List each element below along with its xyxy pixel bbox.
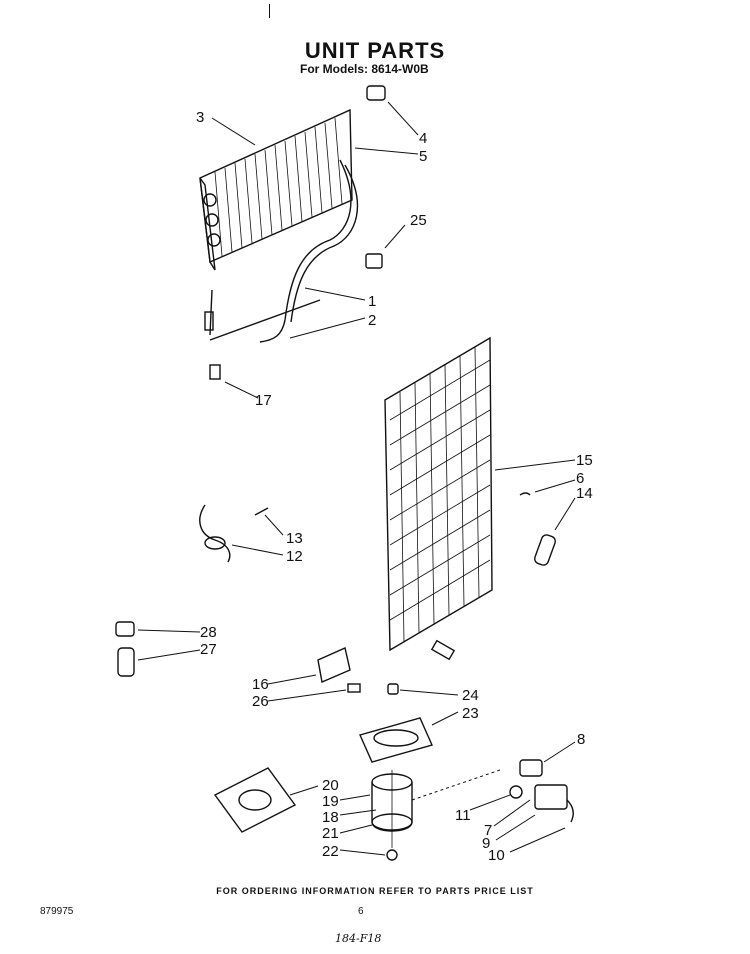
document-number: 879975 [40, 906, 74, 917]
callout-3: 3 [196, 109, 204, 126]
condenser-coil-drawing [384, 336, 493, 661]
callout-6: 6 [576, 470, 584, 487]
callout-22: 22 [322, 843, 339, 860]
callout-28: 28 [200, 624, 217, 641]
callout-10: 10 [488, 847, 505, 864]
callout-14: 14 [576, 485, 593, 502]
callout-23: 23 [462, 705, 479, 722]
evaporator-drawing [199, 108, 359, 343]
relay-overload-drawing [411, 759, 574, 823]
callout-12: 12 [286, 548, 303, 565]
callout-27: 27 [200, 641, 217, 658]
handwritten-code: 184-F18 [335, 932, 382, 945]
callout-24: 24 [462, 687, 479, 704]
tube-and-harness-parts [199, 492, 556, 566]
callout-13: 13 [286, 530, 303, 547]
bracket-parts [317, 647, 399, 695]
drier-parts [115, 621, 135, 677]
callout-11: 11 [455, 807, 471, 824]
registration-mark [269, 4, 270, 18]
model-subtitle: For Models: 8614-W0B [300, 62, 429, 76]
ordering-note: FOR ORDERING INFORMATION REFER TO PARTS … [216, 886, 534, 896]
callout-2: 2 [368, 312, 376, 329]
callout-7: 7 [484, 822, 492, 839]
small-clip-parts [209, 85, 386, 380]
base-plate-drawing [213, 767, 297, 833]
callout-16: 16 [252, 676, 269, 693]
compressor-drawing [371, 770, 413, 861]
callout-8: 8 [577, 731, 585, 748]
callout-4: 4 [419, 130, 427, 147]
callout-9: 9 [482, 835, 490, 852]
leader-lines [137, 101, 576, 856]
callout-21: 21 [322, 825, 339, 842]
callout-20: 20 [322, 777, 339, 794]
callout-19: 19 [322, 793, 339, 810]
callout-25: 25 [410, 212, 427, 229]
callout-18: 18 [322, 809, 339, 826]
drain-pan-drawing [359, 717, 433, 763]
callout-5: 5 [419, 148, 427, 165]
callout-17: 17 [255, 392, 272, 409]
callout-labels: 3 4 5 25 1 2 17 15 6 14 13 12 28 27 16 2… [196, 109, 593, 864]
callout-26: 26 [252, 693, 269, 710]
callout-15: 15 [576, 452, 593, 469]
page-number: 6 [358, 906, 364, 917]
page-title: UNIT PARTS [304, 38, 446, 63]
callout-1: 1 [368, 293, 376, 310]
